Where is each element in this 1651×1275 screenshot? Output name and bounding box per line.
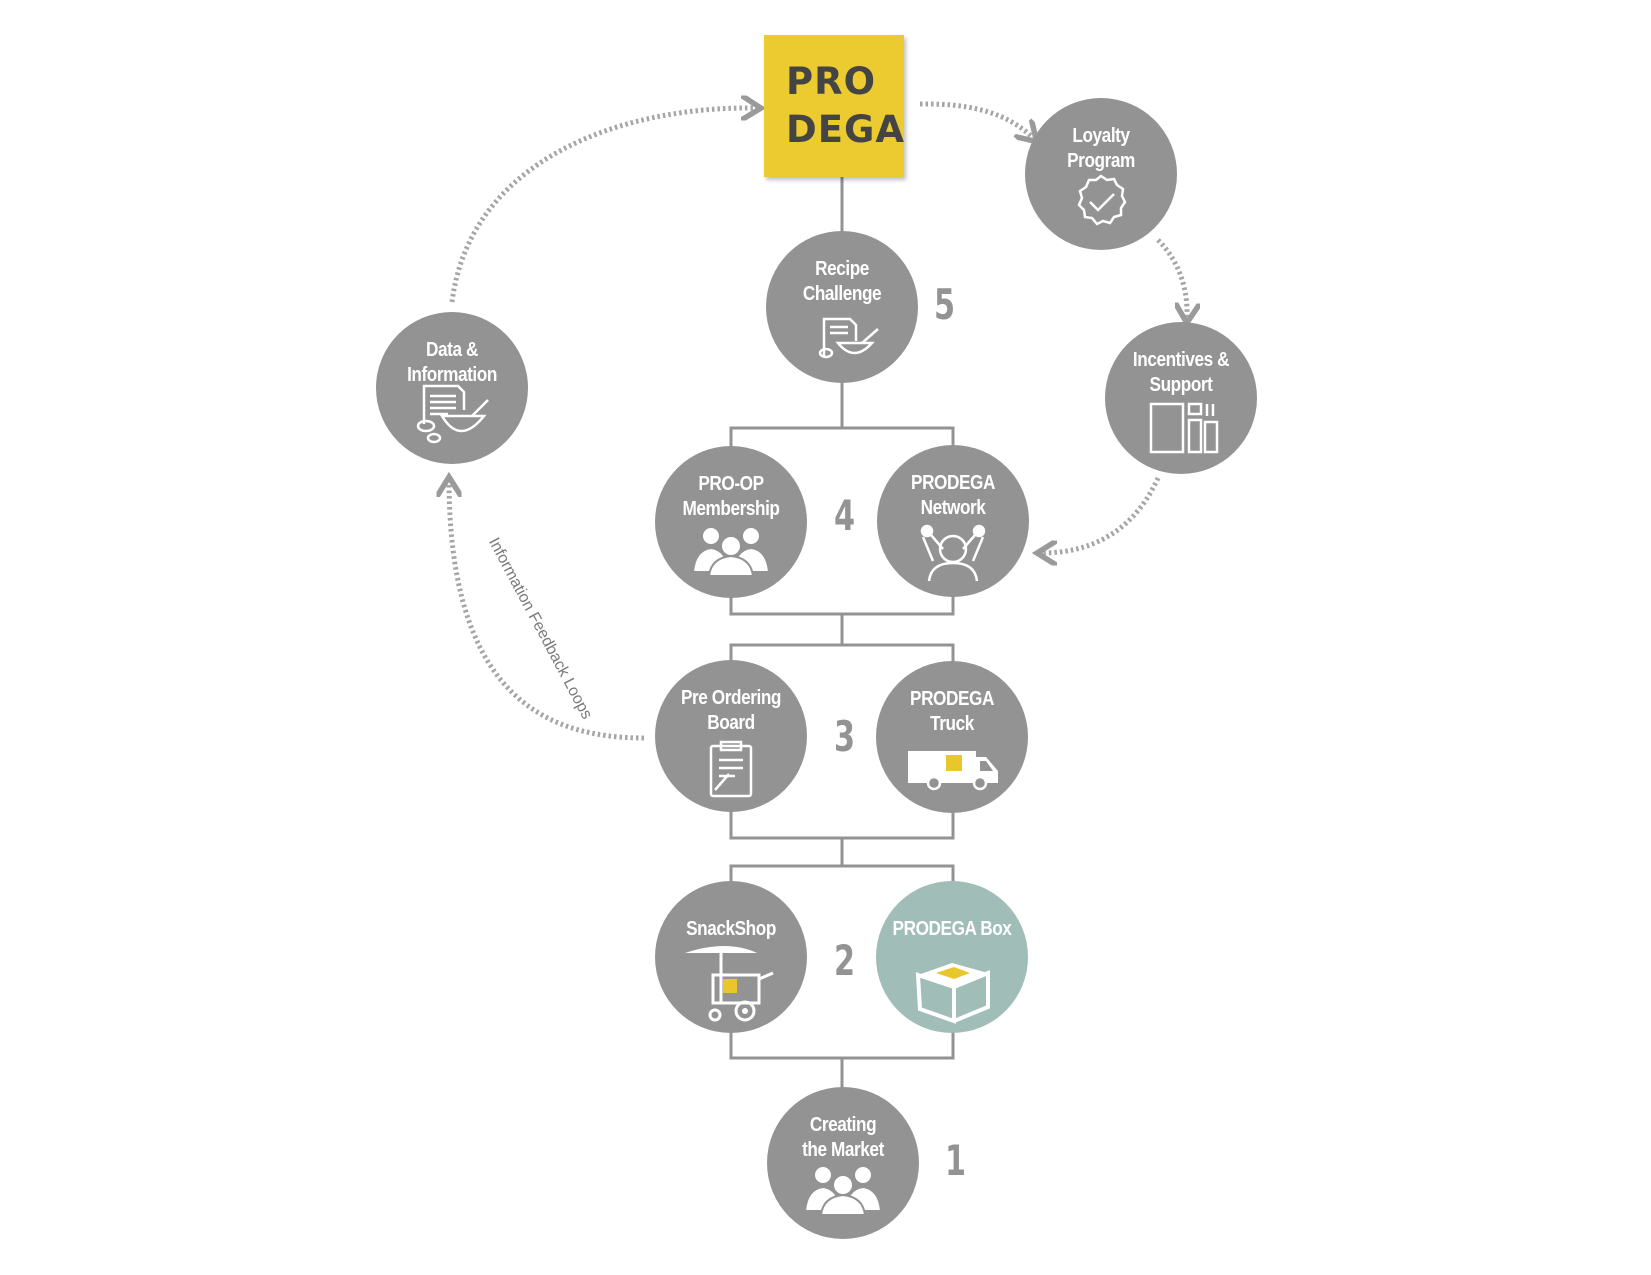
node-label: the Market xyxy=(802,1139,884,1161)
node-label: Board xyxy=(707,712,755,734)
devices-icon xyxy=(1149,402,1219,454)
node-loyalty-program[interactable]: Loyalty Program xyxy=(1025,98,1177,250)
node-label: PRODEGA xyxy=(910,688,994,710)
node-label: PRO-OP xyxy=(698,473,764,495)
node-label: Loyalty xyxy=(1072,125,1130,147)
prodega-logo: PRO DEGA xyxy=(764,35,904,177)
node-label: Membership xyxy=(682,498,780,520)
node-pre-ordering-board[interactable]: Pre Ordering Board xyxy=(655,660,807,812)
node-prodega-network[interactable]: PRODEGA Network xyxy=(877,445,1029,597)
node-prodega-box[interactable]: PRODEGA Box xyxy=(876,881,1028,1033)
node-label: Truck xyxy=(930,713,974,735)
recipe-bowl-icon xyxy=(818,317,879,359)
node-snackshop[interactable]: SnackShop xyxy=(655,881,807,1033)
logo-line-1: PRO xyxy=(786,60,877,103)
recipe-document-icon xyxy=(416,384,489,444)
logo-line-2: DEGA xyxy=(786,108,905,151)
network-person-icon xyxy=(920,524,986,582)
step-number-2: 2 xyxy=(834,936,856,985)
node-label: Recipe xyxy=(815,258,869,280)
node-label: Pre Ordering xyxy=(680,687,781,709)
node-label: SnackShop xyxy=(686,918,776,940)
step-number-3: 3 xyxy=(834,712,856,761)
step-number-4: 4 xyxy=(834,491,856,540)
node-label: Creating xyxy=(809,1114,877,1136)
node-label: Data & xyxy=(426,339,478,361)
step-number-1: 1 xyxy=(945,1136,967,1185)
node-label: Support xyxy=(1149,374,1213,396)
node-prodega-truck[interactable]: PRODEGA Truck xyxy=(876,661,1028,813)
node-label: Challenge xyxy=(802,283,882,305)
node-label: Network xyxy=(920,497,986,519)
node-creating-the-market[interactable]: Creating the Market xyxy=(767,1087,919,1239)
group-people-icon xyxy=(691,526,771,577)
node-data-information[interactable]: Data & Information xyxy=(376,312,528,464)
node-incentives-support[interactable]: Incentives & Support xyxy=(1105,322,1257,474)
group-people-icon xyxy=(803,1165,883,1216)
snack-cart-icon xyxy=(685,946,774,1022)
clipboard-icon xyxy=(709,740,753,798)
box-icon xyxy=(915,963,990,1024)
node-label: PRODEGA Box xyxy=(892,918,1012,940)
certified-badge-icon xyxy=(1077,174,1127,226)
node-label: Incentives & xyxy=(1132,349,1230,371)
truck-icon xyxy=(908,751,998,791)
node-label: PRODEGA xyxy=(911,472,995,494)
node-label: Program xyxy=(1067,150,1135,172)
feedback-arrows xyxy=(449,104,1187,741)
node-label: Information xyxy=(407,364,497,386)
step-number-5: 5 xyxy=(934,280,956,329)
node-recipe-challenge[interactable]: Recipe Challenge xyxy=(766,231,918,383)
node-pro-op-membership[interactable]: PRO-OP Membership xyxy=(655,446,807,598)
